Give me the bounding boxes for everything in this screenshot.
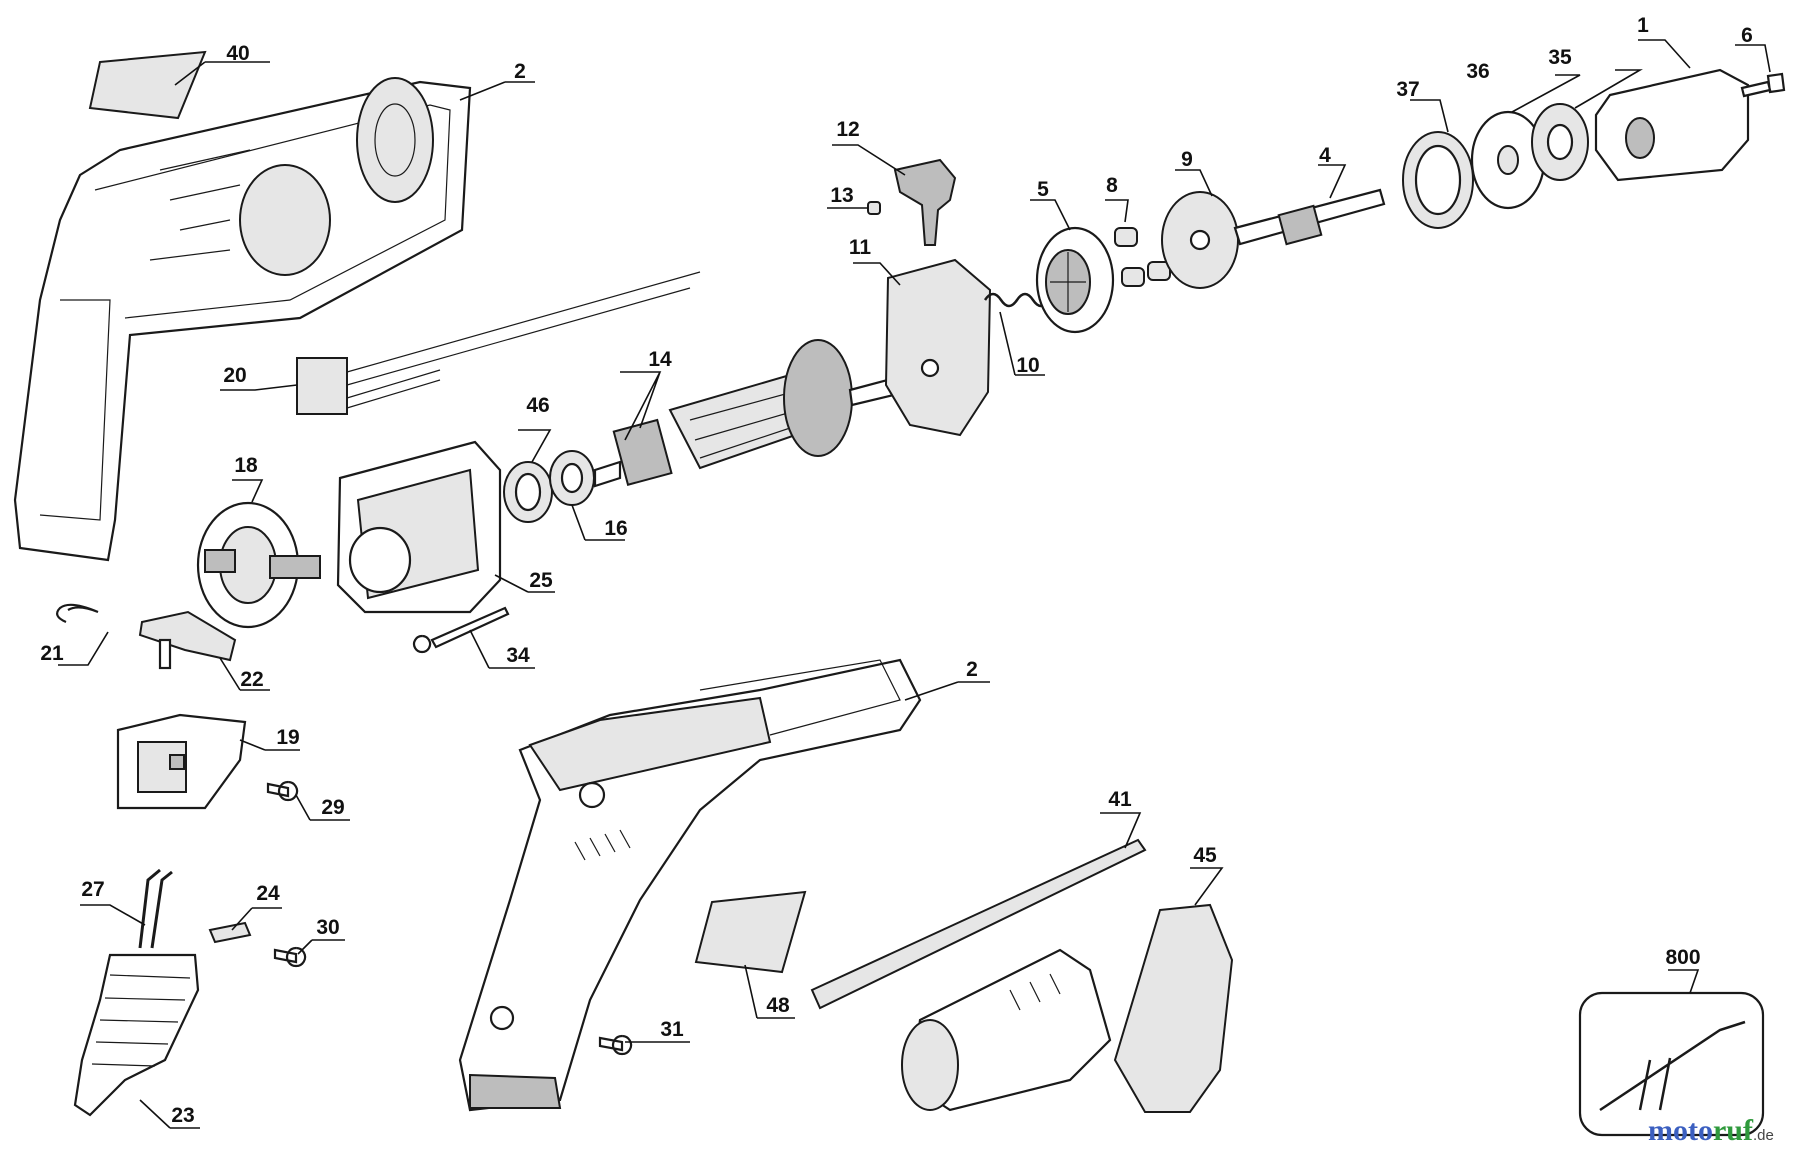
label-21: 21 xyxy=(40,642,64,665)
part-ball-bearing xyxy=(549,450,595,506)
label-23: 23 xyxy=(171,1104,194,1127)
part-small-pin xyxy=(867,201,881,215)
label-13: 13 xyxy=(830,184,853,207)
part-retaining-ring xyxy=(1402,131,1474,229)
part-armature xyxy=(593,339,900,488)
part-gear-plate xyxy=(884,258,992,437)
label-9: 9 xyxy=(1181,148,1193,171)
part-label-sticker xyxy=(88,50,207,120)
label-46: 46 xyxy=(526,394,549,417)
part-switch-button xyxy=(138,610,237,670)
label-2-lower: 2 xyxy=(966,658,978,681)
part-capacitor xyxy=(296,271,701,415)
part-power-cord xyxy=(138,868,173,949)
label-34: 34 xyxy=(506,644,530,667)
part-gear-hub xyxy=(1035,226,1115,334)
part-label-48 xyxy=(694,890,807,974)
label-36: 36 xyxy=(1466,60,1489,83)
part-screw-30 xyxy=(273,946,307,968)
part-clip xyxy=(56,603,99,624)
part-switch xyxy=(116,713,247,810)
part-chuck xyxy=(1594,68,1750,182)
label-8: 8 xyxy=(1106,174,1118,197)
label-27: 27 xyxy=(81,878,104,901)
label-48: 48 xyxy=(766,994,790,1017)
label-30: 30 xyxy=(316,916,339,939)
label-12: 12 xyxy=(836,118,859,141)
label-31: 31 xyxy=(660,1018,684,1041)
leader-lines xyxy=(58,39,1771,1129)
label-11: 11 xyxy=(849,236,872,259)
label-6: 6 xyxy=(1741,24,1753,47)
part-gear xyxy=(1161,191,1239,289)
label-20: 20 xyxy=(223,364,246,387)
part-spring xyxy=(983,292,1051,308)
part-shift-lever xyxy=(893,158,957,246)
label-18: 18 xyxy=(234,454,258,477)
svg-text:motoruf.de: motoruf.de xyxy=(1648,1114,1774,1147)
part-side-handle xyxy=(901,903,1234,1113)
part-chuck-screw xyxy=(1740,72,1786,98)
label-37: 37 xyxy=(1396,78,1419,101)
watermark-suffix: .de xyxy=(1753,1127,1774,1144)
part-depth-rod xyxy=(810,838,1147,1010)
label-45: 45 xyxy=(1193,844,1217,867)
part-cord-inset xyxy=(1578,991,1765,1137)
label-800: 800 xyxy=(1665,946,1700,969)
part-field-stator xyxy=(336,440,502,614)
label-24: 24 xyxy=(256,882,280,905)
label-35: 35 xyxy=(1548,46,1572,69)
part-cord-protector xyxy=(73,953,200,1117)
part-bearing-ring xyxy=(503,461,553,523)
label-25: 25 xyxy=(529,569,553,592)
label-2-upper: 2 xyxy=(514,60,526,83)
watermark-part1: moto xyxy=(1648,1114,1713,1147)
part-spindle xyxy=(1233,188,1386,246)
part-assembled-housing xyxy=(458,658,922,1112)
label-4: 4 xyxy=(1319,144,1331,167)
label-40: 40 xyxy=(226,42,249,65)
part-brush-holder xyxy=(196,501,321,629)
label-1: 1 xyxy=(1637,14,1649,37)
label-29: 29 xyxy=(321,796,344,819)
label-41: 41 xyxy=(1108,788,1132,811)
label-16: 16 xyxy=(604,517,627,540)
part-cord-clamp xyxy=(208,921,252,944)
label-22: 22 xyxy=(240,668,263,691)
label-19: 19 xyxy=(276,726,299,749)
label-14: 14 xyxy=(648,348,672,371)
part-long-screw xyxy=(413,606,510,654)
part-number-labels: 40 2 1 6 35 36 37 4 9 8 5 10 11 12 13 14… xyxy=(40,14,1753,1127)
part-washer xyxy=(1470,110,1546,210)
label-10: 10 xyxy=(1016,354,1039,377)
part-pins xyxy=(1114,227,1171,287)
part-housing-half xyxy=(13,77,472,562)
watermark-logo: motoruf.de xyxy=(1648,1114,1774,1147)
part-screw-29 xyxy=(266,780,299,802)
part-bushing xyxy=(1531,103,1589,181)
part-screw-31 xyxy=(598,1034,633,1056)
watermark-part2: ruf xyxy=(1713,1114,1754,1147)
label-5: 5 xyxy=(1037,178,1049,201)
